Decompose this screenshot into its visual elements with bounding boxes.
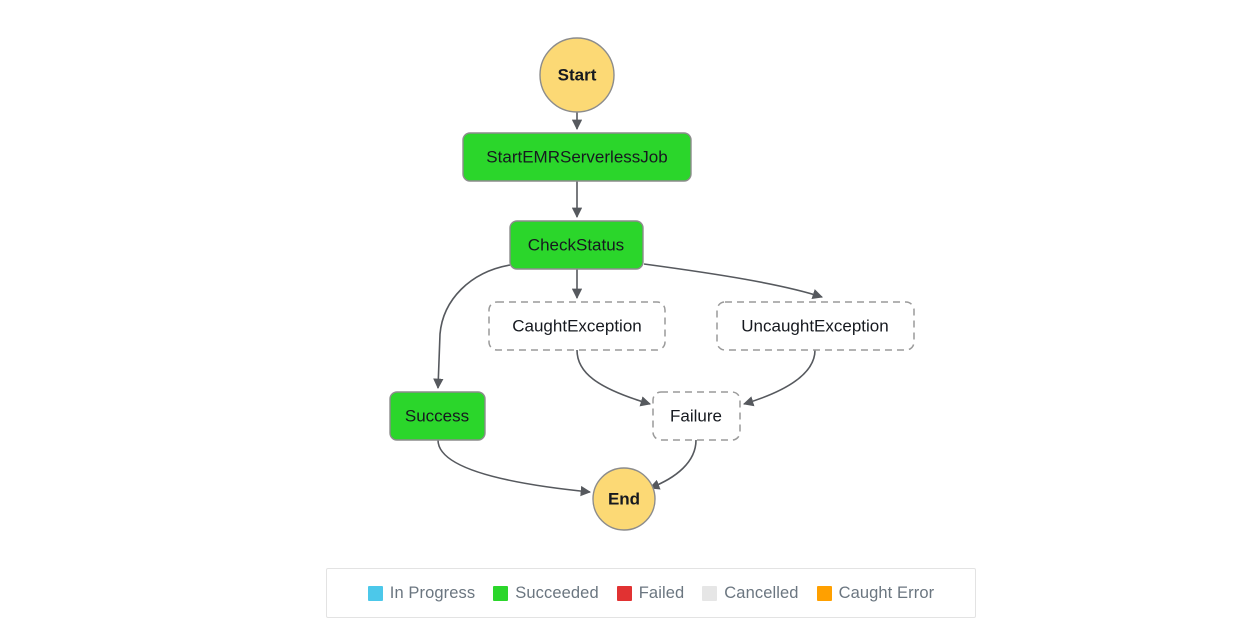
graph-nodes: Start StartEMRServerlessJob CheckStatus …: [389, 37, 915, 531]
legend-label-cancelled: Cancelled: [724, 583, 799, 602]
node-success-shape: [389, 391, 486, 441]
legend-item-succeeded: Succeeded: [493, 583, 599, 603]
node-caughtexception[interactable]: CaughtException: [488, 301, 666, 351]
edge-failure-to-end: [649, 439, 697, 490]
status-legend: In Progress Succeeded Failed Cancelled C…: [326, 568, 976, 618]
node-success[interactable]: Success: [389, 391, 486, 441]
node-end[interactable]: End: [592, 467, 656, 531]
legend-label-caught-error: Caught Error: [838, 583, 935, 602]
legend-item-in-progress: In Progress: [367, 583, 476, 603]
legend-item-caught-error: Caught Error: [816, 583, 935, 603]
node-checkstatus[interactable]: CheckStatus: [509, 220, 644, 270]
legend-item-cancelled: Cancelled: [702, 584, 798, 603]
legend-swatch-failed: [616, 585, 632, 601]
legend-swatch-cancelled: [702, 585, 718, 601]
legend-item-list: In Progress Succeeded Failed Cancelled C…: [367, 583, 935, 603]
node-startemrserverlessjob-shape: [462, 132, 692, 182]
node-start[interactable]: Start: [539, 37, 615, 113]
node-checkstatus-shape: [509, 220, 644, 270]
legend-swatch-caught-error: [816, 585, 832, 601]
edge-success-to-end: [437, 439, 592, 497]
node-failure-shape: [652, 391, 741, 441]
node-caughtexception-shape: [488, 301, 666, 351]
legend-label-succeeded: Succeeded: [515, 583, 599, 602]
edge-uncaughtexception-to-failure: [743, 349, 816, 407]
node-end-shape: [592, 467, 656, 531]
node-uncaughtexception[interactable]: UncaughtException: [716, 301, 915, 351]
edge-checkstatus-to-success: [433, 264, 511, 390]
graph-edges: [433, 112, 823, 497]
node-uncaughtexception-shape: [716, 301, 915, 351]
legend-swatch-succeeded: [493, 585, 509, 601]
node-startemrserverlessjob[interactable]: StartEMRServerlessJob: [462, 132, 692, 182]
legend-label-failed: Failed: [638, 583, 685, 602]
legend-label-in-progress: In Progress: [389, 583, 476, 602]
edge-caughtexception-to-failure: [576, 349, 651, 407]
node-failure[interactable]: Failure: [652, 391, 741, 441]
legend-item-failed: Failed: [616, 583, 685, 603]
node-start-shape: [539, 37, 615, 113]
edge-checkstatus-to-uncaughtexception: [643, 263, 823, 300]
legend-swatch-in-progress: [367, 585, 383, 601]
